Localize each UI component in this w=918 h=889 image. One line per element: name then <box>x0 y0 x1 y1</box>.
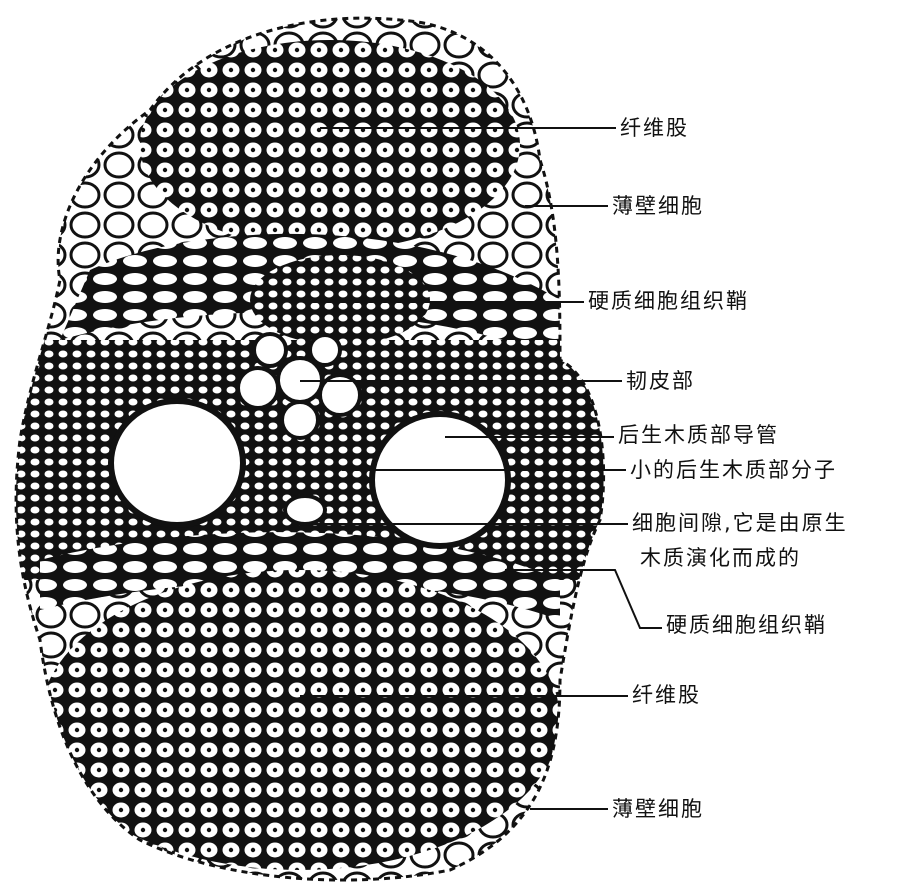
fiber-strand-bottom <box>40 570 560 870</box>
label-phloem: 韧皮部 <box>626 369 695 393</box>
label-parenchyma-top: 薄壁细胞 <box>612 194 704 218</box>
label-parenchyma-bottom: 薄壁细胞 <box>612 797 704 821</box>
label-intercellular-space-line2: 木质演化而成的 <box>640 546 801 570</box>
label-sclerenchyma-sheath-bottom: 硬质细胞组织鞘 <box>666 613 827 637</box>
label-sclerenchyma-sheath-top: 硬质细胞组织鞘 <box>588 289 749 313</box>
label-metaxylem-vessel: 后生木质部导管 <box>618 423 779 447</box>
metaxylem-vessel-left <box>108 398 246 528</box>
label-small-metaxylem: 小的后生木质部分子 <box>630 458 837 482</box>
leader-lines <box>300 127 662 810</box>
metaxylem-vessel-right <box>369 411 511 549</box>
label-fiber-strand-bottom: 纤维股 <box>632 683 701 707</box>
intercellular-space <box>283 494 327 526</box>
label-intercellular-space-line1: 细胞间隙,它是由原生 <box>632 511 848 535</box>
label-fiber-strand-top: 纤维股 <box>620 116 689 140</box>
fiber-strand-top <box>140 40 520 250</box>
